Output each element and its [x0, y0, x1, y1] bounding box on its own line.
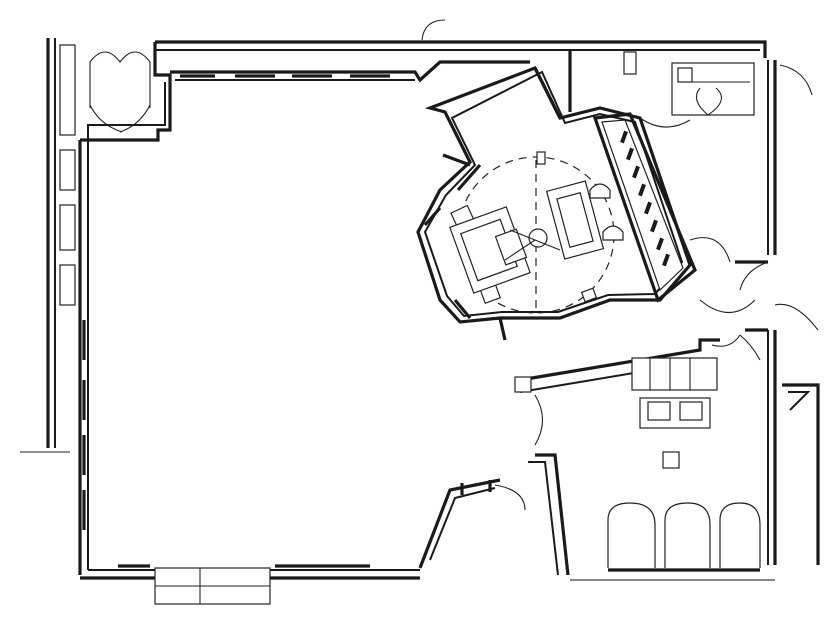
- lower-right-stalls: [607, 502, 761, 572]
- top-left-doors: [89, 19, 446, 133]
- bottom-entry: [154, 567, 271, 605]
- top-right-rooms: [568, 50, 813, 128]
- outer-walls: [20, 38, 777, 581]
- middle-right-area: [514, 338, 720, 469]
- central-octagonal-room: [416, 65, 692, 341]
- seat-marks: [620, 130, 670, 267]
- lower-center-walls: [418, 453, 570, 576]
- seating-riser: [592, 112, 697, 303]
- right-side-doors: [689, 237, 820, 565]
